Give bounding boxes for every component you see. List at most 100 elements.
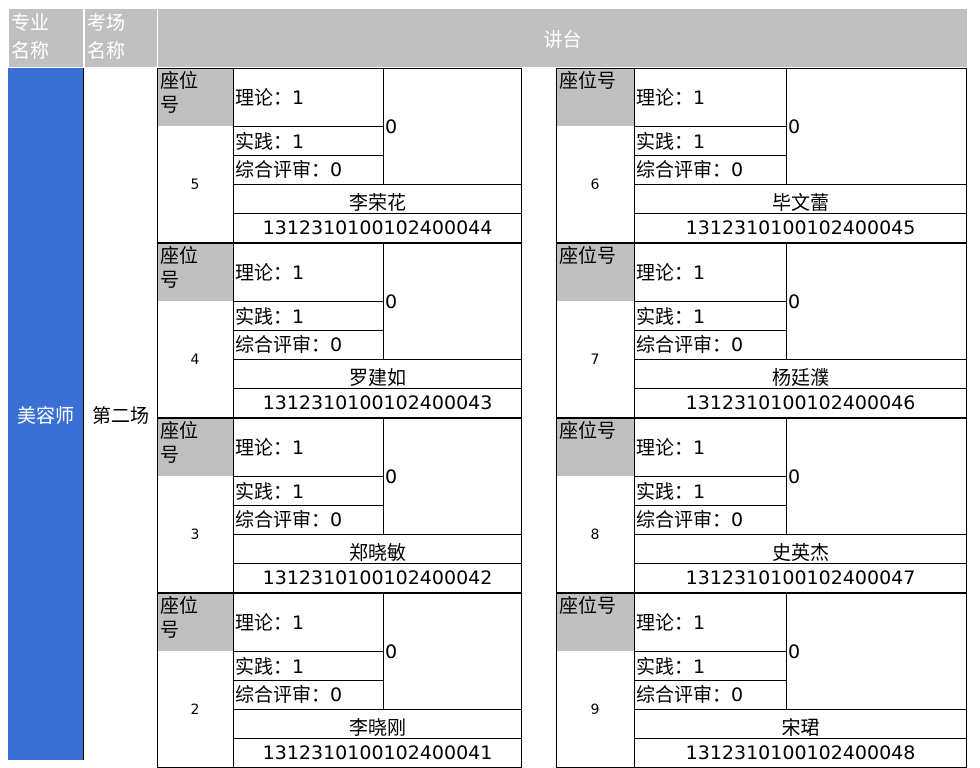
- divider: [634, 359, 967, 360]
- practice-score: 实践：1: [636, 656, 706, 678]
- divider: [233, 126, 383, 127]
- review-score: 综合评审：0: [636, 159, 744, 181]
- divider: [233, 505, 383, 506]
- theory-score: 理论：1: [235, 87, 305, 109]
- total-score: 0: [385, 641, 398, 663]
- header-exam-label: 考场 名称: [84, 8, 158, 68]
- seat-number: 8: [590, 526, 600, 543]
- student-id: 1312310100102400042: [262, 567, 493, 589]
- divider: [233, 213, 522, 214]
- divider: [233, 651, 383, 652]
- total-score: 0: [788, 641, 801, 663]
- theory-score: 理论：1: [235, 262, 305, 284]
- student-name: 毕文蕾: [771, 192, 829, 214]
- divider: [634, 505, 786, 506]
- student-id: 1312310100102400045: [685, 217, 916, 239]
- review-score: 综合评审：0: [235, 509, 343, 531]
- divider: [383, 243, 384, 359]
- seat-number: 5: [190, 176, 200, 193]
- divider: [634, 330, 786, 331]
- theory-score: 理论：1: [636, 612, 706, 634]
- student-name: 史英杰: [771, 542, 829, 564]
- divider: [634, 476, 786, 477]
- divider: [233, 359, 522, 360]
- student-id: 1312310100102400043: [262, 392, 493, 414]
- divider: [233, 680, 383, 681]
- seat-number: 4: [190, 351, 200, 368]
- seat-label: 座位 号: [158, 244, 233, 301]
- divider: [634, 563, 967, 564]
- theory-score: 理论：1: [235, 437, 305, 459]
- seat-label: 座位 号: [158, 69, 233, 126]
- total-score: 0: [788, 291, 801, 313]
- student-name: 罗建如: [348, 367, 406, 389]
- practice-score: 实践：1: [235, 481, 305, 503]
- student-name: 宋珺: [781, 717, 820, 739]
- divider: [786, 68, 787, 184]
- header-podium-label: 讲台: [157, 8, 968, 68]
- practice-score: 实践：1: [636, 481, 706, 503]
- practice-score: 实践：1: [235, 656, 305, 678]
- seat-number: 2: [190, 701, 200, 718]
- divider: [233, 388, 522, 389]
- divider: [634, 184, 967, 185]
- theory-score: 理论：1: [636, 437, 706, 459]
- divider: [634, 534, 967, 535]
- divider: [634, 680, 786, 681]
- theory-score: 理论：1: [235, 612, 305, 634]
- total-score: 0: [385, 466, 398, 488]
- divider: [233, 155, 383, 156]
- review-score: 综合评审：0: [235, 334, 343, 356]
- seat-label: 座位号: [557, 69, 634, 126]
- divider: [383, 593, 384, 709]
- divider: [634, 213, 967, 214]
- review-score: 综合评审：0: [235, 159, 343, 181]
- total-score: 0: [385, 291, 398, 313]
- divider: [786, 418, 787, 534]
- seat-number: 3: [190, 526, 200, 543]
- student-name: 李晓刚: [348, 717, 406, 739]
- divider: [634, 388, 967, 389]
- seat-label: 座位号: [557, 594, 634, 651]
- divider: [233, 301, 383, 302]
- student-id: 1312310100102400046: [685, 392, 916, 414]
- major-cell: 美容师: [8, 68, 84, 760]
- seat-label: 座位号: [557, 419, 634, 476]
- seat-number: 9: [590, 701, 600, 718]
- divider: [233, 709, 522, 710]
- divider: [634, 301, 786, 302]
- seat-number: 7: [590, 351, 600, 368]
- review-score: 综合评审：0: [636, 509, 744, 531]
- divider: [383, 418, 384, 534]
- divider: [233, 476, 383, 477]
- divider: [233, 738, 522, 739]
- student-id: 1312310100102400048: [685, 742, 916, 764]
- student-id: 1312310100102400044: [262, 217, 493, 239]
- review-score: 综合评审：0: [636, 334, 744, 356]
- student-name: 李荣花: [348, 192, 406, 214]
- divider: [786, 593, 787, 709]
- practice-score: 实践：1: [636, 131, 706, 153]
- divider: [634, 709, 967, 710]
- student-name: 郑晓敏: [348, 542, 406, 564]
- practice-score: 实践：1: [235, 131, 305, 153]
- total-score: 0: [385, 116, 398, 138]
- total-score: 0: [788, 466, 801, 488]
- seat-label: 座位号: [557, 244, 634, 301]
- divider: [233, 563, 522, 564]
- divider: [786, 243, 787, 359]
- divider: [383, 68, 384, 184]
- student-id: 1312310100102400041: [262, 742, 493, 764]
- divider: [233, 330, 383, 331]
- practice-score: 实践：1: [235, 306, 305, 328]
- header-major-label: 专业 名称: [8, 8, 84, 68]
- divider: [634, 126, 786, 127]
- divider: [634, 738, 967, 739]
- student-name: 杨廷濮: [771, 367, 829, 389]
- divider: [634, 155, 786, 156]
- review-score: 综合评审：0: [636, 684, 744, 706]
- divider: [233, 534, 522, 535]
- seat-label: 座位 号: [158, 419, 233, 476]
- theory-score: 理论：1: [636, 87, 706, 109]
- total-score: 0: [788, 116, 801, 138]
